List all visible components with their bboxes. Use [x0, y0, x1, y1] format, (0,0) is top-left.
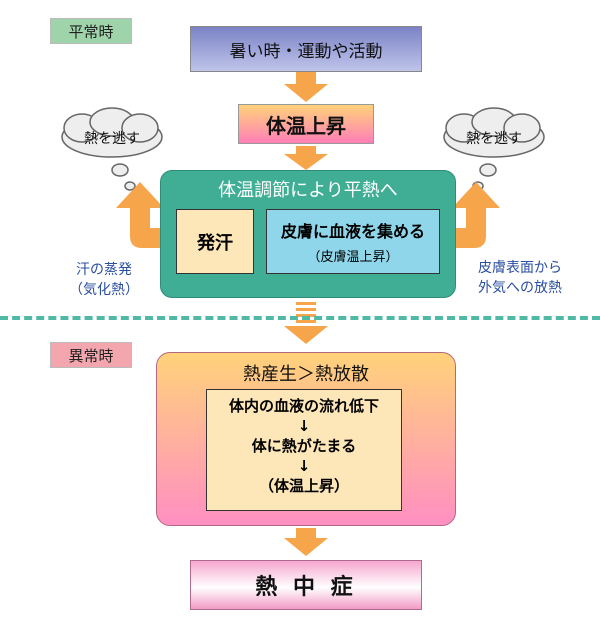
section-divider: [0, 316, 600, 320]
trigger-box: 暑い時・運動や活動: [190, 26, 422, 72]
abnormal-arrow-2: ↓: [297, 457, 311, 475]
heatstroke-box: 熱 中 症: [190, 560, 422, 610]
left-line-1: 汗の蒸発: [76, 262, 132, 278]
regulation-title: 体温調節により平熱へ: [218, 180, 398, 201]
arrow-down-2: [284, 146, 328, 170]
left-explanation: 汗の蒸発 （気化熱）: [52, 260, 156, 300]
cloud-right: [443, 107, 545, 191]
abnormal-process-box: 体内の血液の流れ低下 ↓ 体に熱がたまる ↓ （体温上昇）: [206, 389, 402, 511]
cloud-left-label: 熱を逃す: [84, 131, 140, 147]
cloud-left: [61, 107, 163, 191]
right-line-2: 外気への放熱: [478, 280, 562, 296]
right-line-1: 皮膚表面から: [478, 260, 562, 276]
right-explanation: 皮膚表面から 外気への放熱: [458, 258, 582, 298]
arrow-down-1: [284, 72, 328, 102]
abnormal-line-3: （体温上昇）: [258, 477, 349, 495]
cloud-right-label: 熱を逃す: [466, 131, 522, 147]
blood-box: 皮膚に血液を集める （皮膚温上昇）: [266, 209, 440, 274]
blood-sub-label: （皮膚温上昇）: [307, 250, 399, 265]
abnormal-arrow-1: ↓: [297, 417, 311, 435]
tag-normal: 平常時: [50, 18, 132, 44]
temperature-rise-box: 体温上昇: [238, 104, 374, 144]
arrow-dashed: [284, 302, 328, 344]
abnormal-title: 熱産生＞熱放散: [243, 364, 369, 385]
arrow-down-3: [284, 528, 328, 556]
tag-abnormal: 異常時: [50, 342, 132, 368]
sweat-box: 発汗: [176, 209, 254, 274]
left-line-2: （気化熱）: [69, 282, 139, 298]
abnormal-line-1: 体内の血液の流れ低下: [228, 397, 379, 415]
blood-main-label: 皮膚に血液を集める: [280, 222, 425, 241]
abnormal-line-2: 体に熱がたまる: [251, 437, 357, 455]
